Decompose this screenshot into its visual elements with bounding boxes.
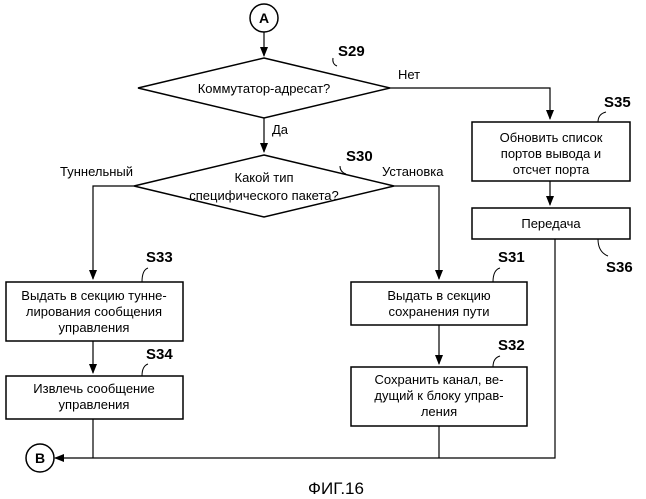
leader-s33 <box>142 268 148 282</box>
step-label-s31: S31 <box>498 249 525 266</box>
process-s31-text-line-1: Выдать в секцию <box>387 288 491 303</box>
leader-s32 <box>493 356 500 367</box>
step-label-s29: S29 <box>338 43 365 60</box>
process-s31: Выдать в секцию сохранения пути <box>351 282 527 325</box>
process-s34: Извлечь сообщение управления <box>6 376 183 419</box>
process-s35-text-line-3: отсчет порта <box>513 162 590 177</box>
arrow-s30-left <box>93 186 134 279</box>
process-s33: Выдать в секцию тунне- лирования сообщен… <box>6 282 183 341</box>
arrow-s29-no <box>390 88 550 119</box>
connector-b: B <box>26 444 54 472</box>
leader-s29 <box>333 58 337 66</box>
process-s34-text-line-1: Извлечь сообщение <box>33 381 154 396</box>
leader-s34 <box>142 364 148 376</box>
process-s33-text-line-1: Выдать в секцию тунне- <box>21 288 166 303</box>
process-s36-text: Передача <box>521 216 581 231</box>
process-s34-text-line-2: управления <box>59 397 130 412</box>
step-label-s36: S36 <box>606 259 633 276</box>
process-s35-text-line-1: Обновить список <box>500 130 603 145</box>
decision-s30-text-line-2: специфического пакета? <box>189 188 338 203</box>
process-s33-text-line-3: управления <box>59 320 130 335</box>
step-label-s34: S34 <box>146 346 173 363</box>
step-label-s35: S35 <box>604 94 631 111</box>
decision-s30-text-line-1: Какой тип <box>235 170 294 185</box>
process-s33-text-line-2: лирования сообщения <box>26 304 162 319</box>
s30-left-label: Туннельный <box>60 164 133 179</box>
s30-right-label: Установка <box>382 164 444 179</box>
leader-s31 <box>493 268 500 282</box>
s29-no-label: Нет <box>398 67 420 82</box>
process-s35-text-line-2: портов вывода и <box>501 146 601 161</box>
connector-a-label: A <box>259 10 269 26</box>
arrow-s30-right <box>394 186 439 279</box>
leader-s36 <box>598 239 608 256</box>
decision-s29: Коммутатор-адресат? <box>138 58 390 118</box>
process-s35: Обновить список портов вывода и отсчет п… <box>472 122 630 181</box>
process-s32-text-line-2: дущий к блоку управ- <box>374 388 503 403</box>
step-label-s33: S33 <box>146 249 173 266</box>
connector-a: A <box>250 4 278 32</box>
step-label-s32: S32 <box>498 337 525 354</box>
process-s32-text-line-1: Сохранить канал, ве- <box>375 372 504 387</box>
step-label-s30: S30 <box>346 148 373 165</box>
connector-b-label: B <box>35 450 45 466</box>
process-s32: Сохранить канал, ве- дущий к блоку управ… <box>351 367 527 426</box>
process-s36: Передача <box>472 208 630 239</box>
leader-s35 <box>598 112 606 122</box>
process-s31-text-line-2: сохранения пути <box>389 304 490 319</box>
s29-yes-label: Да <box>272 122 289 137</box>
decision-s29-text: Коммутатор-адресат? <box>198 81 331 96</box>
process-s32-text-line-3: ления <box>421 404 457 419</box>
figure-caption: ФИГ.16 <box>308 479 364 498</box>
